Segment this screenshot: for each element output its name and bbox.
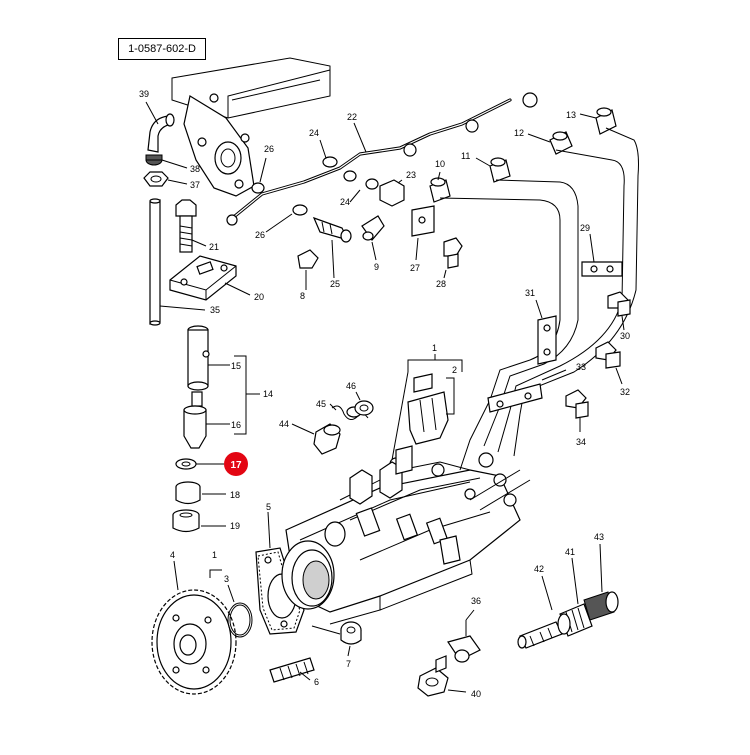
callout-3: 3 [224,574,229,584]
callout-33: 33 [576,362,586,372]
bolt-30 [607,291,631,331]
callout-13: 13 [566,110,576,120]
plug-8 [297,249,319,290]
callout-35: 35 [210,305,220,315]
sleeve [172,509,226,533]
callout-5: 5 [266,502,271,512]
diagram-reference-label: 1-0587-602-D [118,38,206,60]
callout-4: 4 [170,550,175,560]
bolt-32 [595,341,623,385]
mounting-bracket [169,255,251,301]
callout-7: 7 [346,659,351,669]
nut [143,171,188,187]
callout-40: 40 [471,689,481,699]
washer-highlighted-part [175,458,224,470]
highlighted-callout-17: 17 [224,452,248,476]
fitting-9 [361,215,385,261]
fitting-13 [579,107,617,135]
callout-11: 11 [461,151,470,161]
callout-20: 20 [254,292,264,302]
flange-nut [311,621,362,657]
callout-46: 46 [346,381,356,391]
callout-18: 18 [230,490,240,500]
callout-39: 39 [139,89,149,99]
injector-pipes [226,92,538,233]
engine-block [171,57,331,197]
shaft-42 [517,575,563,649]
callout-37: 37 [190,180,200,190]
callout-29: 29 [580,223,590,233]
push-rod [149,198,206,326]
callout-2: 2 [452,365,457,375]
spring-seat [175,481,226,505]
callout-34: 34 [576,437,586,447]
callout-45: 45 [316,399,326,409]
callout-26-lower: 26 [255,230,265,240]
callout-44: 44 [279,419,289,429]
callout-10: 10 [435,159,445,169]
callout-25: 25 [330,279,340,289]
fitting-36 [447,609,481,663]
fitting-10 [429,171,451,203]
seal-46 [354,391,374,416]
callout-12: 12 [514,128,524,138]
callout-43: 43 [594,532,604,542]
pipe-clamp-29 [581,233,623,277]
callout-26-upper: 26 [264,144,274,154]
fitting-12 [527,131,573,155]
cap-44 [291,423,341,455]
callout-31: 31 [525,288,535,298]
fitting-11 [475,157,511,183]
callout-28: 28 [436,279,446,289]
callout-24-upper: 24 [309,128,319,138]
callout-41: 41 [565,547,575,557]
pipe-clamp-31 [535,299,557,365]
callout-labels: 39 38 37 21 20 35 15 14 16 18 19 4 1 3 5… [139,89,630,699]
pipe-clamp-33 [487,369,567,413]
callout-24-lower: 24 [340,197,350,207]
callout-15: 15 [231,361,241,371]
callout-14: 14 [263,389,273,399]
sealing-washer [145,154,188,169]
valve-bracket [391,354,463,461]
callout-38: 38 [190,164,200,174]
pipe-clamp-27 [411,205,435,261]
stud [269,657,315,683]
callout-19: 19 [230,521,240,531]
injection-pump-body [281,445,531,625]
bolt-23 [379,179,405,207]
callout-36: 36 [471,596,481,606]
callout-8: 8 [300,291,305,301]
drive-gear [151,560,237,695]
spring-41 [557,557,593,637]
plunger-assembly [183,325,260,449]
bolt [175,199,207,253]
callout-1-lower: 1 [212,550,217,560]
callout-23: 23 [406,170,416,180]
callout-6: 6 [314,677,319,687]
bolt-28 [443,237,463,279]
cap-43 [583,543,619,621]
callout-27: 27 [410,263,420,273]
bolt-34 [565,389,589,432]
callout-1-upper: 1 [432,343,437,353]
callout-22: 22 [347,112,357,122]
callout-17: 17 [230,460,242,471]
callout-42: 42 [534,564,544,574]
callout-32: 32 [620,387,630,397]
o-ring [209,569,253,638]
injector-25 [312,216,352,279]
banjo-bolt-40 [417,655,467,697]
callout-21: 21 [209,242,219,252]
callout-30: 30 [620,331,630,341]
callout-9: 9 [374,262,379,272]
callout-16: 16 [231,420,241,430]
elbow-fitting [145,101,175,153]
